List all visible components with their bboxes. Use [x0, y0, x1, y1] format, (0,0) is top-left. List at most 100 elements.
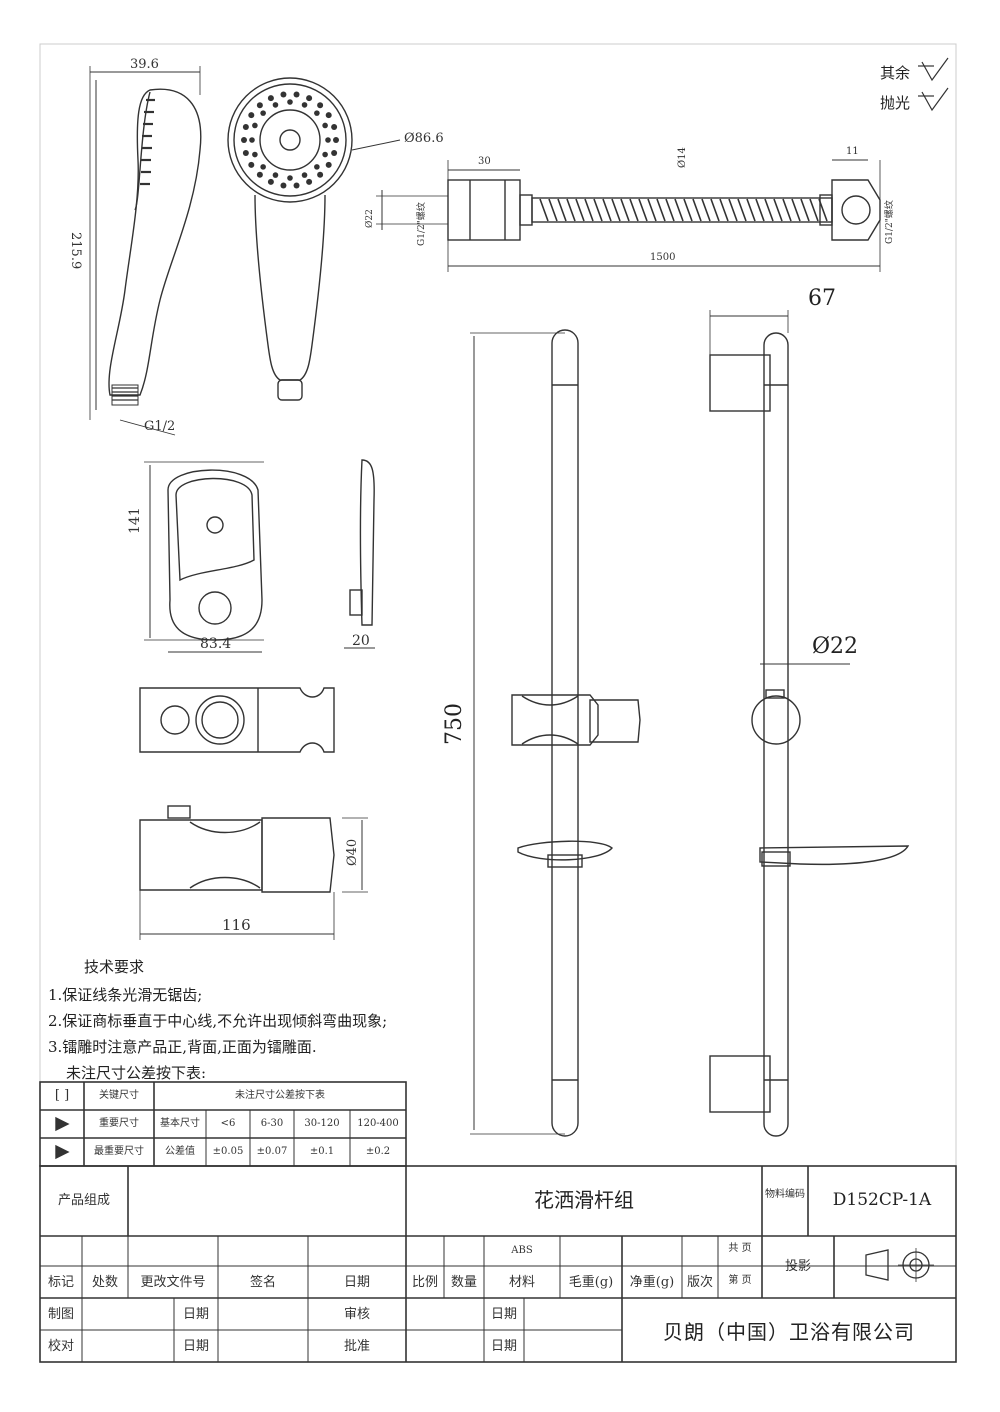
- shower-jet: [248, 112, 255, 119]
- product-name: 花洒滑杆组: [534, 1188, 634, 1212]
- draw-label: 制图: [47, 1307, 74, 1322]
- hose-coil: [701, 198, 711, 222]
- finish-other-label: 其余: [880, 64, 911, 82]
- shower-jet: [331, 124, 338, 131]
- shower-jet: [333, 137, 339, 143]
- tol-value-2: ±0.07: [256, 1146, 288, 1157]
- dim-head-depth: 39.6: [130, 57, 159, 72]
- header-date: 日期: [343, 1275, 370, 1290]
- approve-label: 批准: [343, 1339, 370, 1354]
- tol-range-2: 6-30: [260, 1118, 284, 1129]
- shower-jet: [272, 172, 279, 178]
- hose-coil: [656, 198, 666, 222]
- dim-bar-offset: 67: [808, 286, 836, 311]
- hose-coil: [620, 198, 630, 222]
- hose-coil: [764, 198, 774, 222]
- material-code-label: 物料编码: [765, 1189, 805, 1200]
- hose-coil: [584, 198, 594, 222]
- hose-coil: [593, 198, 603, 222]
- dim-hose-nut: 30: [478, 156, 491, 167]
- hose-coil: [737, 198, 747, 222]
- dim-hose-length: 1500: [650, 252, 676, 263]
- dim-slider-width: 116: [222, 916, 251, 934]
- hose-coil: [791, 198, 801, 222]
- title-block-grid: [39, 1165, 957, 1363]
- hose-coil: [692, 198, 702, 222]
- tol-label-key: 关键尺寸: [99, 1090, 139, 1101]
- sheet-border: [39, 43, 957, 1363]
- hose-coil: [674, 198, 684, 222]
- hose-coil: [755, 198, 765, 222]
- finish-polish-label: 抛光: [880, 94, 911, 112]
- approve-date-label: 日期: [490, 1339, 517, 1354]
- dim-soap-width: 83.4: [200, 636, 232, 652]
- tol-label-critical: 最重要尺寸: [94, 1146, 144, 1157]
- hose-coil: [800, 198, 810, 222]
- hose-coil: [719, 198, 729, 222]
- total-pages-label: 共 页: [728, 1243, 752, 1254]
- slider-top-view: [139, 687, 335, 753]
- dim-head-length: 215.9: [68, 232, 83, 270]
- tol-value-1: ±0.05: [212, 1146, 244, 1157]
- dim-bar-length: 750: [442, 703, 467, 745]
- projection-label: 投影: [784, 1259, 811, 1274]
- hose-coil: [746, 198, 756, 222]
- header-net-weight: 净重(g): [629, 1275, 675, 1290]
- shower-jet: [306, 178, 313, 185]
- tol-basic-size: 基本尺寸: [160, 1118, 200, 1129]
- hose-coil: [782, 198, 792, 222]
- header-count: 处数: [91, 1275, 118, 1290]
- dim-soap-height: 141: [127, 507, 143, 534]
- header-signature: 签名: [249, 1275, 276, 1290]
- shower-jet: [331, 149, 338, 156]
- hose-coil: [602, 198, 612, 222]
- header-gross-weight: 毛重(g): [568, 1275, 614, 1290]
- shower-jet: [325, 137, 331, 143]
- requirement-4: 未注尺寸公差按下表:: [66, 1064, 207, 1082]
- header-mark: 标记: [47, 1275, 74, 1290]
- hand-shower-front-view: [227, 77, 401, 401]
- shower-jet: [314, 110, 320, 116]
- review-label: 审核: [343, 1307, 370, 1322]
- shower-jet: [325, 161, 332, 168]
- shower-jet: [301, 102, 308, 108]
- shower-jet: [287, 99, 293, 105]
- tol-mark-key: [ ]: [54, 1088, 70, 1103]
- shower-jet: [252, 122, 258, 129]
- hose-coil: [539, 198, 549, 222]
- shower-jet: [293, 91, 300, 98]
- slide-bar-side-view: [709, 310, 910, 1137]
- dim-slider-height: Ø40: [345, 838, 360, 866]
- tol-header: 未注尺寸公差按下表: [235, 1090, 325, 1101]
- header-quantity: 数量: [450, 1275, 477, 1290]
- shower-jet: [301, 172, 308, 178]
- hose-coil: [809, 198, 819, 222]
- tol-range-1: <6: [220, 1118, 236, 1129]
- check-label: 校对: [47, 1339, 74, 1354]
- review-date-label: 日期: [490, 1307, 517, 1322]
- shower-jet: [293, 182, 300, 189]
- hose-coil: [728, 198, 738, 222]
- company-name: 贝朗（中国）卫浴有限公司: [663, 1320, 915, 1344]
- shower-jet: [252, 151, 258, 158]
- hose-coil: [611, 198, 621, 222]
- shower-jet: [322, 151, 328, 158]
- shower-jet: [248, 161, 255, 168]
- shower-jet: [325, 112, 332, 119]
- dim-hose-dia: Ø14: [677, 147, 688, 168]
- shower-jet: [317, 102, 324, 109]
- shower-jet: [272, 102, 279, 108]
- shower-jet: [306, 95, 313, 102]
- slider-side-view: [139, 805, 368, 940]
- hose-coil: [557, 198, 567, 222]
- product-group-label: 产品组成: [57, 1193, 110, 1208]
- shower-jet: [242, 124, 249, 131]
- hose-coil: [575, 198, 585, 222]
- shower-jet: [267, 178, 274, 185]
- material-code: D152CP-1A: [832, 1190, 932, 1210]
- shower-jet: [256, 102, 263, 109]
- hose-coil: [773, 198, 783, 222]
- dim-hose-nut2: 11: [846, 146, 859, 157]
